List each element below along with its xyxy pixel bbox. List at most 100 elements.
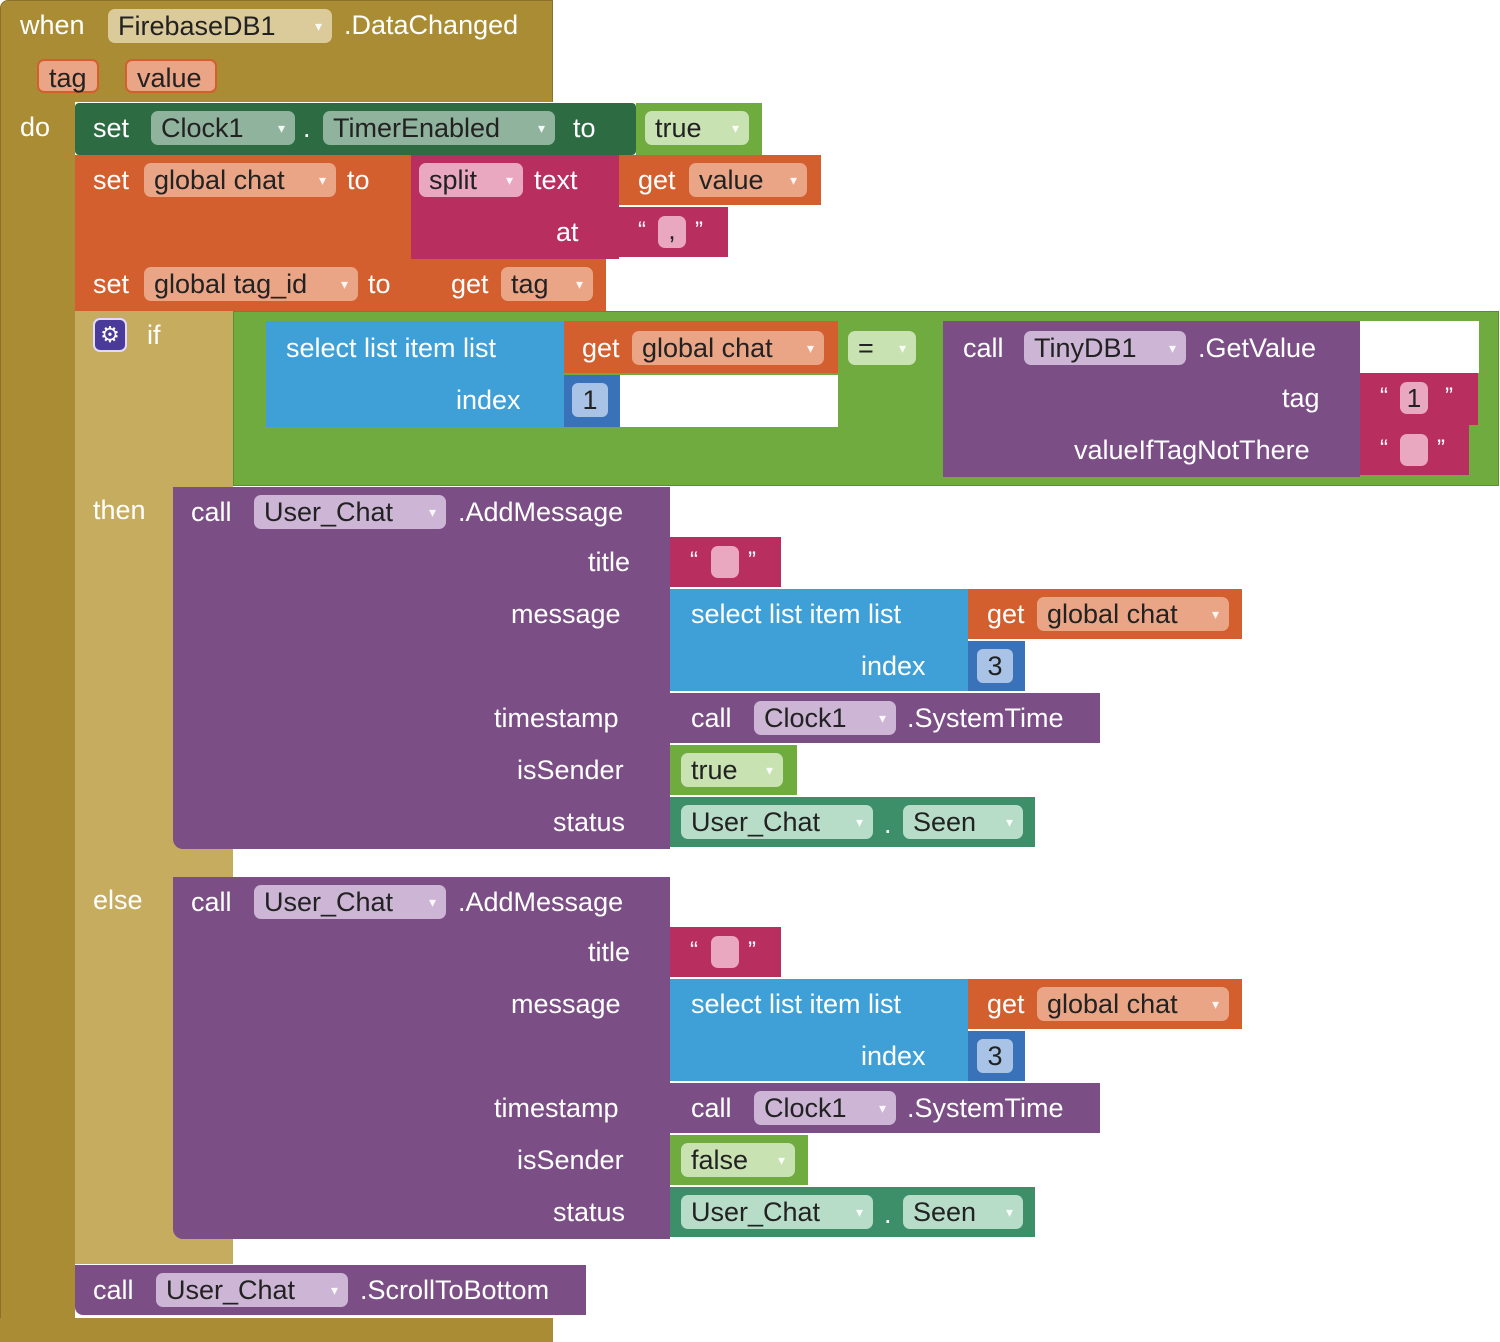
scroll-to-bottom-method: .ScrollToBottom	[360, 1275, 550, 1305]
event-footer	[0, 1318, 553, 1342]
firebase-component-name: FirebaseDB1	[118, 11, 276, 41]
status-value-dropdown[interactable]: Seen ▾	[903, 1195, 1023, 1229]
chevron-down-icon: ▾	[1168, 340, 1176, 356]
when-label: when	[20, 10, 85, 40]
is-sender-label: isSender	[517, 1145, 624, 1175]
index-value: 3	[987, 651, 1003, 681]
compare-operator-dropdown[interactable]: = ▾	[848, 331, 916, 365]
chevron-down-icon: ▾	[1211, 606, 1219, 622]
global-chat-dropdown[interactable]: global chat ▾	[632, 331, 824, 365]
chevron-down-icon: ▾	[575, 276, 583, 292]
get-tag-label: tag	[511, 269, 549, 299]
global-tag-id-dropdown[interactable]: global tag_id ▾	[144, 267, 358, 301]
timer-enabled-property-dropdown[interactable]: TimerEnabled ▾	[323, 111, 555, 145]
clock-component-dropdown[interactable]: Clock1 ▾	[151, 111, 295, 145]
global-chat-label: global chat	[642, 333, 773, 363]
index-number-field[interactable]: 1	[572, 383, 608, 417]
split-dropdown[interactable]: split ▾	[419, 163, 523, 197]
user-chat-component-dropdown[interactable]: User_Chat ▾	[156, 1273, 348, 1307]
chevron-down-icon: ▾	[318, 172, 326, 188]
chevron-down-icon: ▾	[277, 120, 285, 136]
user-chat-component-dropdown[interactable]: User_Chat ▾	[254, 495, 446, 529]
status-label: status	[553, 807, 626, 837]
chevron-down-icon: ▾	[878, 710, 886, 726]
title-text-field[interactable]	[711, 936, 739, 968]
open-quote: “	[690, 937, 698, 964]
is-sender-value: true	[691, 755, 738, 785]
get-label: get	[638, 165, 676, 195]
status-value-dropdown[interactable]: Seen ▾	[903, 805, 1023, 839]
global-chat-dropdown[interactable]: global chat ▾	[1037, 597, 1229, 631]
user-chat-component-name: User_Chat	[264, 497, 394, 527]
gear-icon[interactable]: ⚙	[93, 318, 127, 352]
message-select-list-item-block[interactable]	[670, 979, 968, 1081]
call-label: call	[191, 887, 232, 917]
clock-component-name: Clock1	[764, 1093, 847, 1123]
status-value: Seen	[913, 807, 977, 837]
true-dropdown[interactable]: true ▾	[645, 111, 749, 145]
title-text-field[interactable]	[711, 546, 739, 578]
global-chat-dropdown[interactable]: global chat ▾	[144, 163, 336, 197]
is-sender-dropdown[interactable]: true ▾	[681, 753, 783, 787]
chevron-down-icon: ▾	[878, 1100, 886, 1116]
title-label: title	[588, 937, 631, 967]
default-text-field[interactable]	[1400, 434, 1428, 466]
status-component-name: User_Chat	[691, 1197, 821, 1227]
open-quote: “	[1380, 383, 1388, 410]
if-else-footer	[75, 1240, 233, 1264]
global-chat-label: global chat	[1047, 989, 1178, 1019]
get-tag-dropdown[interactable]: tag ▾	[501, 267, 593, 301]
clock-component-dropdown[interactable]: Clock1 ▾	[754, 1091, 896, 1125]
is-sender-dropdown[interactable]: false ▾	[681, 1143, 795, 1177]
open-quote: “	[1380, 435, 1388, 462]
status-component-dropdown[interactable]: User_Chat ▾	[681, 1195, 873, 1229]
get-value-dropdown[interactable]: value ▾	[689, 163, 807, 197]
is-sender-value: false	[691, 1145, 749, 1175]
index-number-field[interactable]: 3	[977, 649, 1013, 683]
close-quote: ”	[1437, 435, 1445, 462]
system-time-method: .SystemTime	[907, 1093, 1064, 1123]
tinydb-component-dropdown[interactable]: TinyDB1 ▾	[1024, 331, 1186, 365]
index-number-field[interactable]: 3	[977, 1039, 1013, 1073]
timestamp-label: timestamp	[494, 703, 619, 733]
clock-component-dropdown[interactable]: Clock1 ▾	[754, 701, 896, 735]
index-label: index	[861, 651, 926, 681]
message-select-list-item-block[interactable]	[670, 589, 968, 691]
is-sender-label: isSender	[517, 755, 624, 785]
global-chat-dropdown[interactable]: global chat ▾	[1037, 987, 1229, 1021]
call-label: call	[93, 1275, 134, 1305]
to-label: to	[368, 269, 391, 299]
status-label: status	[553, 1197, 626, 1227]
chevron-down-icon: ▾	[855, 1204, 863, 1220]
set-label: set	[93, 269, 130, 299]
index-label: index	[861, 1041, 926, 1071]
separator-text-field[interactable]: ,	[658, 216, 686, 248]
open-quote: “	[638, 217, 646, 244]
get-label: get	[451, 269, 489, 299]
tag-text-field[interactable]: 1	[1400, 382, 1428, 414]
status-component-dropdown[interactable]: User_Chat ▾	[681, 805, 873, 839]
firebase-component-dropdown[interactable]: FirebaseDB1 ▾	[108, 9, 332, 43]
timestamp-label: timestamp	[494, 1093, 619, 1123]
then-add-message-block[interactable]	[173, 487, 670, 849]
user-chat-component-dropdown[interactable]: User_Chat ▾	[254, 885, 446, 919]
param-tag[interactable]: tag	[37, 59, 99, 93]
select-list-item-block[interactable]	[266, 321, 564, 427]
do-label: do	[20, 112, 51, 142]
tag-text-value: 1	[1406, 383, 1422, 413]
chevron-down-icon: ▾	[806, 340, 814, 356]
else-add-message-block[interactable]	[173, 877, 670, 1239]
open-quote: “	[690, 547, 698, 574]
close-quote: ”	[748, 937, 756, 964]
chevron-down-icon: ▾	[855, 814, 863, 830]
param-value[interactable]: value	[125, 59, 217, 93]
index-value: 3	[987, 1041, 1003, 1071]
message-label: message	[511, 989, 621, 1019]
select-list-item-label: select list item list	[691, 599, 902, 629]
dot-separator: .	[884, 809, 892, 839]
call-label: call	[691, 1093, 732, 1123]
global-chat-label: global chat	[1047, 599, 1178, 629]
dot-separator: .	[884, 1199, 892, 1229]
global-chat-label: global chat	[154, 165, 285, 195]
to-label: to	[347, 165, 370, 195]
